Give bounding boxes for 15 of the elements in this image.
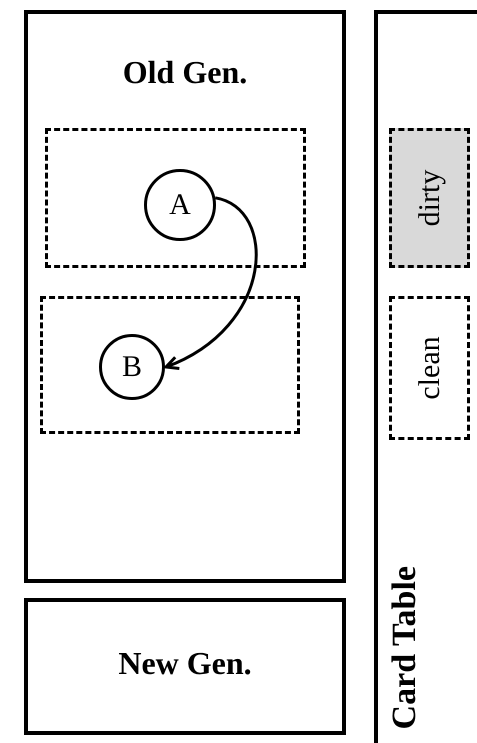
region-title: New Gen. [117, 644, 253, 682]
new-generation-region [24, 598, 346, 735]
arrow [164, 196, 258, 369]
object-label: B [120, 350, 143, 384]
object-label: A [168, 188, 192, 222]
card-label: dirty [412, 170, 446, 226]
clean-card [389, 296, 470, 440]
region-title: Card Table [386, 566, 424, 729]
card-region [45, 128, 306, 268]
card-table-region [374, 10, 477, 743]
card-region [40, 296, 300, 434]
card-label: clean [412, 336, 446, 400]
dirty-card [389, 128, 470, 268]
region-title: Old Gen. [122, 54, 248, 91]
old-generation-region [24, 10, 346, 583]
